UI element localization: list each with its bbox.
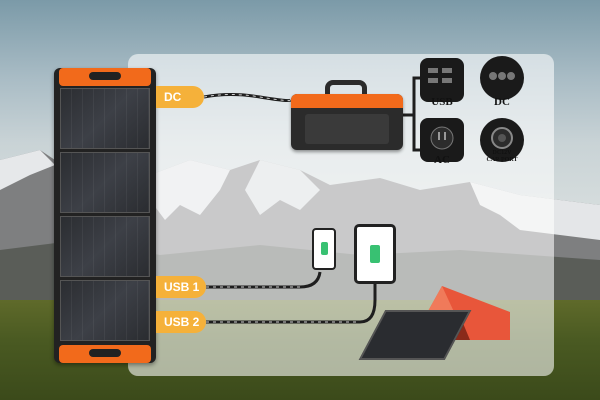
phone-battery-icon [321, 242, 328, 255]
tablet-icon [354, 224, 396, 284]
usb-port-label: USB [431, 96, 453, 108]
solar-panel-handle-top [59, 68, 151, 86]
tablet-battery-icon [370, 245, 380, 263]
dc-port-label: DC [494, 96, 510, 108]
car-port-label: DC12V CAR PORT [478, 150, 526, 164]
solar-cell [60, 280, 150, 341]
car-port-label-line2: CAR PORT [486, 157, 518, 163]
solar-dc-label: DC [156, 86, 204, 108]
car-port-icon [480, 118, 524, 162]
car-port-label-line1: DC12V [492, 150, 512, 156]
usb1-label: USB 1 [156, 276, 206, 298]
usb2-label: USB 2 [156, 311, 206, 333]
phone-icon [312, 228, 336, 270]
solar-panel-icon [54, 68, 156, 363]
usb-port-icon [420, 58, 464, 102]
dc-port-icon [480, 56, 524, 100]
power-station-grip [325, 80, 367, 98]
solar-cell [60, 152, 150, 213]
ac-port-label: AC [434, 154, 450, 166]
solar-cell [60, 216, 150, 277]
solar-cell [60, 88, 150, 149]
ac-port-icon [420, 118, 464, 162]
power-station-stripe [291, 94, 403, 108]
power-station-icon [291, 80, 403, 150]
power-station-panel [305, 114, 389, 144]
solar-panel-handle-bottom [59, 345, 151, 363]
